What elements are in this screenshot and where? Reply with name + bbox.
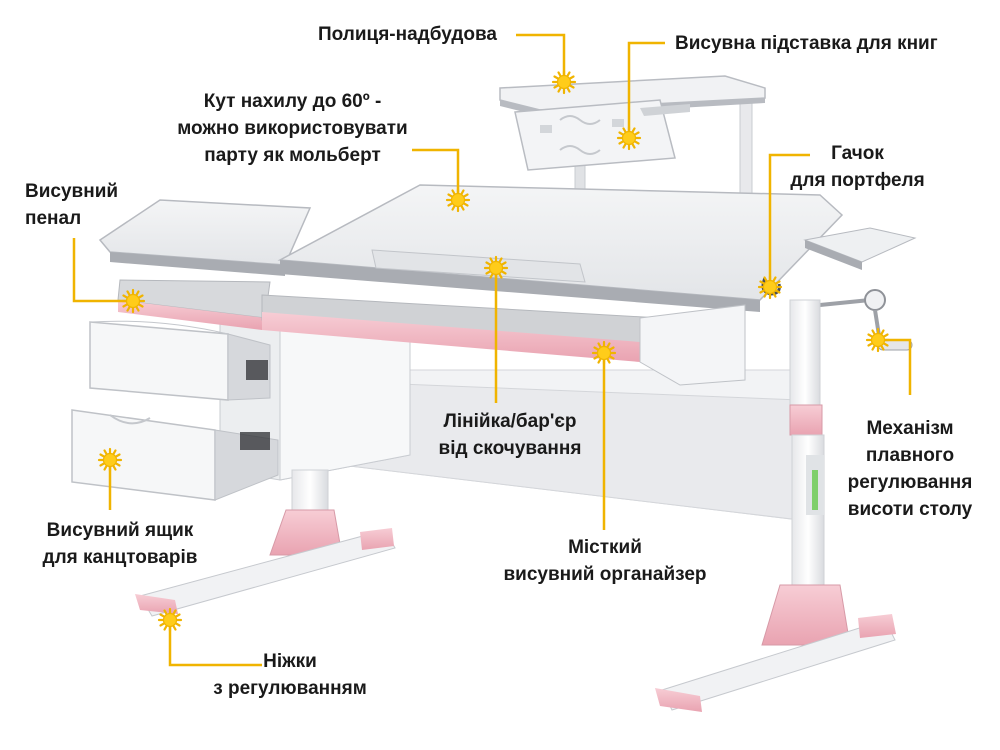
label-height-line-2: плавного xyxy=(865,445,955,466)
sun-marker-hook xyxy=(757,274,783,300)
label-height-line-1: Механізм xyxy=(866,418,954,439)
label-organizer: Місткий висувний органайзер xyxy=(485,534,725,588)
label-ruler-line-2: від скочування xyxy=(438,438,582,459)
label-legs: Ніжки з регулюванням xyxy=(195,648,385,702)
label-hook-line-1: Гачок xyxy=(831,143,884,164)
sun-marker-shelf xyxy=(551,69,577,95)
label-organizer-line-1: Місткий xyxy=(568,537,642,558)
desk-top xyxy=(98,184,917,312)
callout-line-shelf xyxy=(516,33,566,82)
label-tilt-line-3: парту як мольберт xyxy=(204,145,381,166)
label-book-stand-line-1: Висувна підставка для книг xyxy=(675,33,938,54)
label-book-stand: Висувна підставка для книг xyxy=(675,30,938,57)
organizer-drawer xyxy=(117,279,746,386)
callout-line-pencil-case xyxy=(72,238,133,303)
callout-lines xyxy=(72,33,912,667)
sun-marker-pencil-case xyxy=(120,288,146,314)
label-hook: Гачок для портфеля xyxy=(785,140,930,194)
label-height-line-3: регулювання xyxy=(847,472,973,493)
sun-marker-tilt xyxy=(445,187,471,213)
label-pencil-case-line-1: Висувний xyxy=(25,181,119,202)
label-tilt-line-1: Кут нахилу до 60º - xyxy=(203,91,382,112)
sun-marker-legs xyxy=(157,607,183,633)
height-crank xyxy=(819,289,913,351)
sun-marker-book-stand xyxy=(616,125,642,151)
label-ruler-line-1: Лінійка/бар'єр xyxy=(443,411,577,432)
label-drawer-line-1: Висувний ящик xyxy=(46,520,194,541)
callout-line-hook xyxy=(768,153,810,287)
book-stand xyxy=(514,99,690,196)
label-ruler: Лінійка/бар'єр від скочування xyxy=(420,408,600,462)
callout-line-legs xyxy=(168,620,262,667)
label-legs-line-1: Ніжки xyxy=(263,651,317,672)
side-drawer-unit xyxy=(71,319,411,501)
sun-marker-organizer xyxy=(591,340,617,366)
callout-line-book-stand xyxy=(627,41,665,138)
label-tilt-line-2: можно використовувати xyxy=(177,118,408,139)
callout-markers xyxy=(97,69,891,633)
label-pencil-case-line-2: пенал xyxy=(25,208,82,229)
label-drawer-line-2: для канцтоварів xyxy=(42,547,198,568)
sun-marker-height-mechanism xyxy=(865,327,891,353)
label-drawer: Висувний ящик для канцтоварів xyxy=(30,517,210,571)
desk-legs xyxy=(135,299,896,712)
label-height-line-4: висоти столу xyxy=(847,499,973,520)
sun-marker-ruler xyxy=(483,255,509,281)
label-pencil-case: Висувний пенал xyxy=(25,178,118,232)
label-shelf: Полиця-надбудова xyxy=(318,21,497,48)
label-organizer-line-2: висувний органайзер xyxy=(503,564,707,585)
sun-marker-drawer xyxy=(97,447,123,473)
label-height-mechanism: Механізм плавного регулювання висоти сто… xyxy=(835,415,985,523)
callout-line-tilt xyxy=(412,148,460,200)
label-tilt: Кут нахилу до 60º - можно використовуват… xyxy=(175,88,410,169)
label-shelf-line-1: Полиця-надбудова xyxy=(318,24,497,45)
label-legs-line-2: з регулюванням xyxy=(213,678,367,699)
label-hook-line-2: для портфеля xyxy=(790,170,925,191)
